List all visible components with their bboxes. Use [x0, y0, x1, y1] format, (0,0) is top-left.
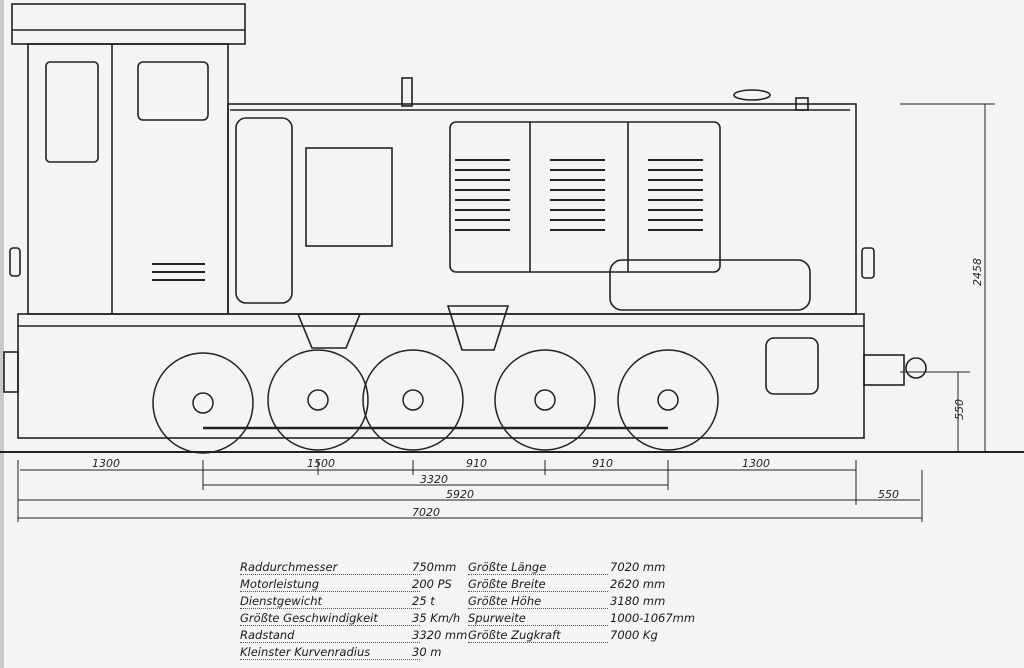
spec-value: 35 Km/h	[412, 611, 461, 625]
spec-label: Raddurchmesser	[240, 560, 340, 574]
dim-2458: 2458	[971, 258, 984, 286]
spec-value: 30 m	[412, 645, 442, 659]
spec-label-2: Größte Breite	[468, 577, 548, 591]
dim-1300-left: 1300	[92, 457, 120, 470]
spec-label: Motorleistung	[240, 577, 322, 591]
specifications-table: Raddurchmesser 750mm Größte Länge 7020 m…	[240, 560, 700, 662]
spec-row: Raddurchmesser 750mm Größte Länge 7020 m…	[240, 560, 700, 577]
dim-5920: 5920	[446, 488, 474, 501]
spec-row: Kleinster Kurvenradius 30 m	[240, 645, 700, 662]
spec-value: 25 t	[412, 594, 435, 608]
locomotive-body	[3, 3, 927, 439]
dim-3320: 3320	[420, 473, 448, 486]
wheel-4	[494, 349, 596, 451]
spec-value-2: 3180 mm	[610, 594, 666, 608]
spec-row: Dienstgewicht 25 t Größte Höhe 3180 mm	[240, 594, 700, 611]
spec-row: Größte Geschwindigkeit 35 Km/h Spurweite…	[240, 611, 700, 628]
spec-value: 200 PS	[412, 577, 452, 591]
spec-label: Kleinster Kurvenradius	[240, 645, 373, 659]
wheel-2	[267, 349, 369, 451]
spec-label-2: Größte Höhe	[468, 594, 544, 608]
spec-value-2: 2620 mm	[610, 577, 666, 591]
dim-910-a: 910	[466, 457, 487, 470]
spec-label: Größte Geschwindigkeit	[240, 611, 380, 625]
dimension-lines	[17, 103, 995, 522]
dim-550-side: 550	[953, 399, 966, 420]
dim-1500: 1500	[307, 457, 335, 470]
hood-louvers	[152, 159, 703, 281]
wheel-5	[617, 349, 719, 451]
dim-7020: 7020	[412, 506, 440, 519]
spec-label-2: Größte Zugkraft	[468, 628, 563, 642]
wheel-3	[362, 349, 464, 451]
spec-row: Motorleistung 200 PS Größte Breite 2620 …	[240, 577, 700, 594]
spec-row: Radstand 3320 mm Größte Zugkraft 7000 Kg	[240, 628, 700, 645]
dim-1300-right: 1300	[742, 457, 770, 470]
spec-label: Dienstgewicht	[240, 594, 325, 608]
spec-value: 750mm	[412, 560, 457, 574]
spec-value-2: 1000-1067mm	[610, 611, 696, 625]
spec-value-2: 7020 mm	[610, 560, 666, 574]
spec-value: 3320 mm	[412, 628, 468, 642]
spec-label-2: Größte Länge	[468, 560, 549, 574]
spec-label-2: Spurweite	[468, 611, 528, 625]
spec-value-2: 7000 Kg	[610, 628, 658, 642]
spec-label: Radstand	[240, 628, 297, 642]
dim-550-bottom: 550	[878, 488, 899, 501]
dim-910-b: 910	[592, 457, 613, 470]
